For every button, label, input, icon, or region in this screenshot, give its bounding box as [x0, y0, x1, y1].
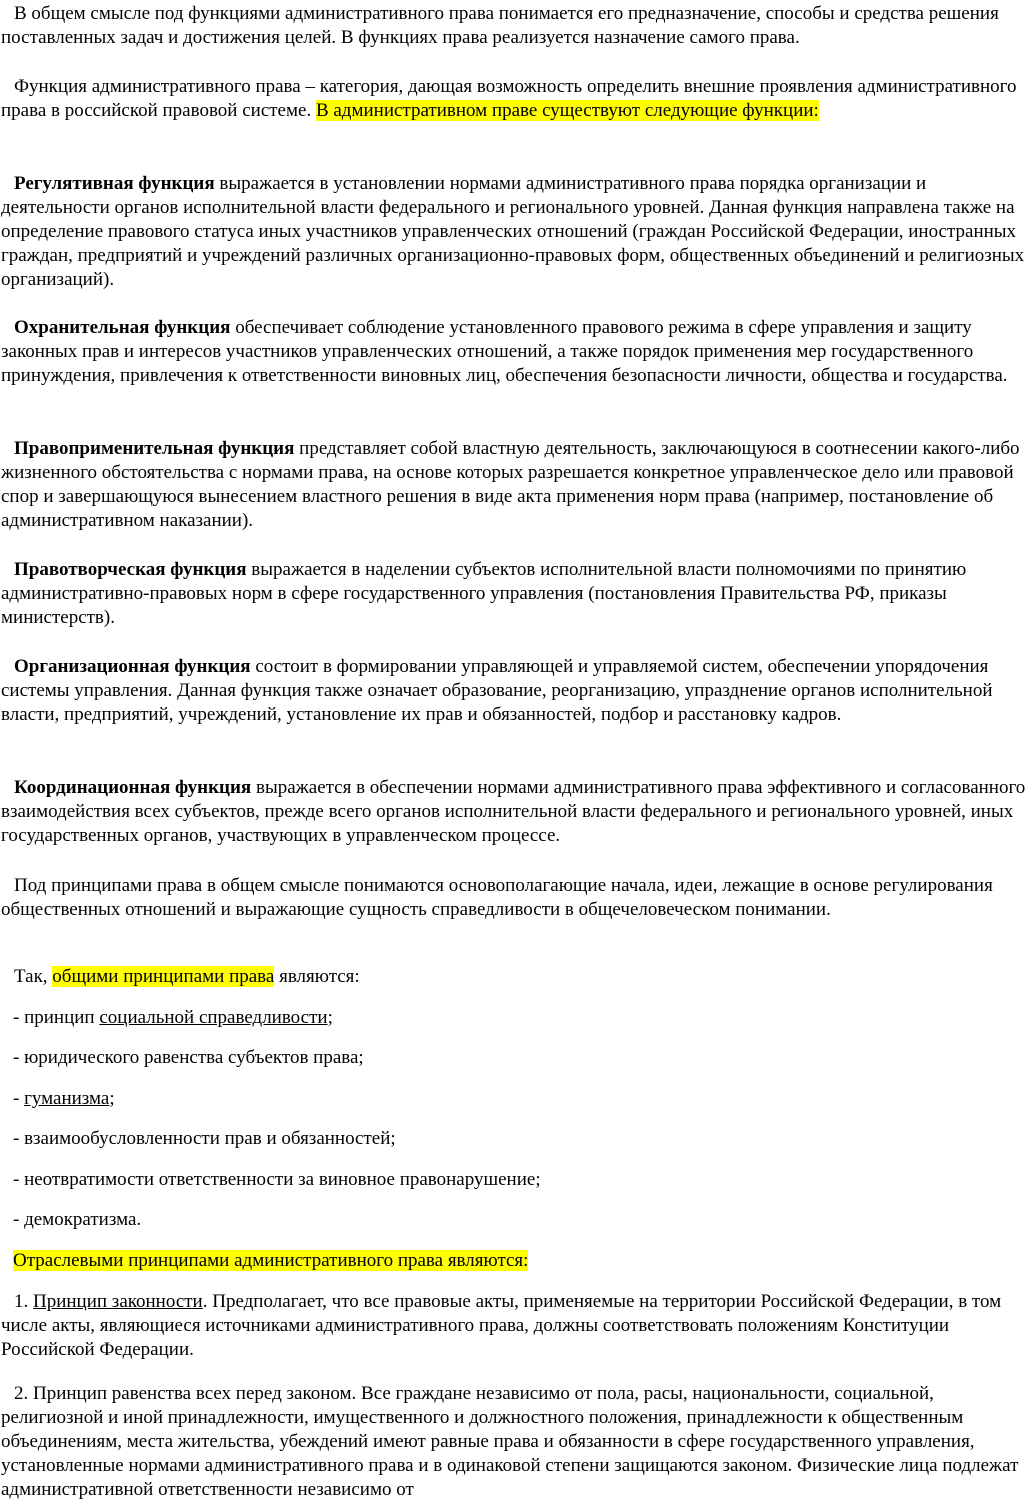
- underlined-term: гуманизма: [24, 1088, 110, 1109]
- list-item-text: - взаимообусловленности прав и обязаннос…: [13, 1128, 396, 1149]
- underlined-term: социальной справедливости: [99, 1007, 328, 1028]
- highlighted-text: Отраслевыми принципами административного…: [13, 1250, 529, 1271]
- function-text: обеспечивает соблюдение установленного п…: [1, 317, 1008, 386]
- list-item: - гуманизма;: [0, 1087, 1033, 1111]
- principle-text: 2. Принцип равенства всех перед законом.…: [1, 1383, 1019, 1500]
- paragraph: В общем смысле под функциями администрат…: [0, 2, 1034, 50]
- function-paragraph: Координационная функция выражается в обе…: [0, 776, 1034, 848]
- list-item-text: - неотвратимости ответственности за вино…: [13, 1169, 541, 1190]
- paragraph-text: В общем смысле под функциями администрат…: [1, 3, 999, 48]
- function-paragraph: Правоприменительная функция представляет…: [0, 437, 1034, 533]
- paragraph-text: Так,: [14, 966, 53, 987]
- function-title: Охранительная функция: [14, 317, 231, 338]
- list-item-text: ;: [109, 1088, 115, 1109]
- principle-text: . Предполагает, что все правовые акты, п…: [1, 1291, 1002, 1360]
- list-item-text: - принцип: [13, 1007, 100, 1028]
- list-item: - юридического равенства субъектов права…: [0, 1046, 1033, 1070]
- section-heading: Отраслевыми принципами административного…: [0, 1249, 1033, 1273]
- paragraph-text: Функция административного права – катего…: [1, 76, 1017, 121]
- paragraph: Функция административного права – катего…: [0, 75, 1034, 123]
- function-paragraph: Охранительная функция обеспечивает соблю…: [0, 316, 1034, 388]
- highlighted-text: общими принципами права: [52, 966, 275, 987]
- underlined-term: Принцип законности: [33, 1291, 203, 1312]
- function-title: Регулятивная функция: [14, 173, 215, 194]
- numbered-principle: 1. Принцип законности. Предполагает, что…: [0, 1290, 1034, 1362]
- function-paragraph: Организационная функция состоит в формир…: [0, 655, 1034, 727]
- function-title: Координационная функция: [14, 777, 252, 798]
- function-title: Правоприменительная функция: [14, 438, 295, 459]
- function-text: состоит в формировании управляющей и упр…: [1, 656, 993, 725]
- list-item: - демократизма.: [0, 1208, 1033, 1232]
- paragraph-text: Под принципами права в общем смысле пони…: [1, 875, 993, 920]
- function-paragraph: Правотворческая функция выражается в над…: [0, 558, 1034, 630]
- function-text: выражается в обеспечении нормами админис…: [1, 777, 1026, 846]
- principle-number: 1.: [14, 1291, 33, 1312]
- function-text: выражается в установлении нормами админи…: [1, 173, 1025, 290]
- list-item-text: ;: [327, 1007, 333, 1028]
- function-paragraph: Регулятивная функция выражается в устано…: [0, 172, 1034, 292]
- paragraph-text: являются:: [274, 966, 360, 987]
- function-text: выражается в наделении субъектов исполни…: [1, 559, 967, 628]
- list-item: - взаимообусловленности прав и обязаннос…: [0, 1127, 1033, 1151]
- paragraph: Так, общими принципами права являются:: [0, 965, 1034, 989]
- function-title: Организационная функция: [14, 656, 251, 677]
- list-item-text: - демократизма.: [13, 1209, 142, 1230]
- function-title: Правотворческая функция: [14, 559, 247, 580]
- numbered-principle: 2. Принцип равенства всех перед законом.…: [0, 1382, 1034, 1502]
- list-item-text: - юридического равенства субъектов права…: [13, 1047, 364, 1068]
- highlighted-text: В административном праве существуют след…: [315, 100, 819, 121]
- function-text: представляет собой властную деятельность…: [1, 438, 1020, 531]
- paragraph: Под принципами права в общем смысле пони…: [0, 874, 1034, 922]
- list-item: - принцип социальной справедливости;: [0, 1006, 1033, 1030]
- list-item: - неотвратимости ответственности за вино…: [0, 1168, 1033, 1192]
- list-item-text: -: [13, 1088, 25, 1109]
